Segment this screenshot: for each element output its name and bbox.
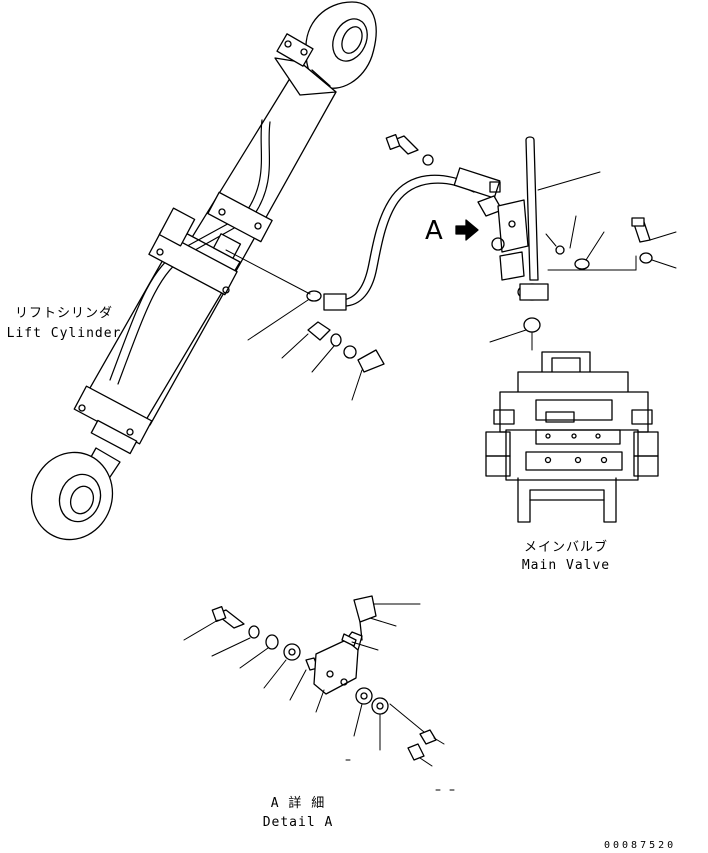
view-marker-a: A: [425, 216, 443, 246]
drawing-number: 00087520: [604, 840, 677, 851]
pipe-rod: [517, 136, 637, 301]
detail-a-label-en: Detail A: [262, 815, 334, 830]
flange-block: [477, 195, 590, 281]
right-bolt-and-washer: [569, 215, 677, 269]
view-arrow: [455, 219, 479, 241]
tube-clamp-middle: [207, 191, 273, 259]
tube-clamp-lower: [148, 207, 238, 296]
detail-a-label-jp: A 詳 細: [270, 796, 326, 811]
tube-clamp-upper: [276, 33, 314, 67]
tube-clamp-bottom: [73, 385, 153, 455]
main-valve-label-jp: メインバルブ: [523, 540, 608, 555]
detail-a-exploded: [183, 595, 455, 791]
lift-cylinder-label-jp: リフトシリンダ: [14, 306, 113, 321]
main-valve: [485, 317, 659, 523]
exploded-fasteners-lower: [281, 321, 385, 401]
lift-cylinder-label-en: Lift Cylinder: [6, 326, 122, 341]
hose-assembly: [225, 167, 501, 341]
main-valve-label-en: Main Valve: [521, 558, 611, 573]
lift-cylinder: [30, 1, 377, 541]
upper-bolt-and-washer: [385, 134, 434, 166]
